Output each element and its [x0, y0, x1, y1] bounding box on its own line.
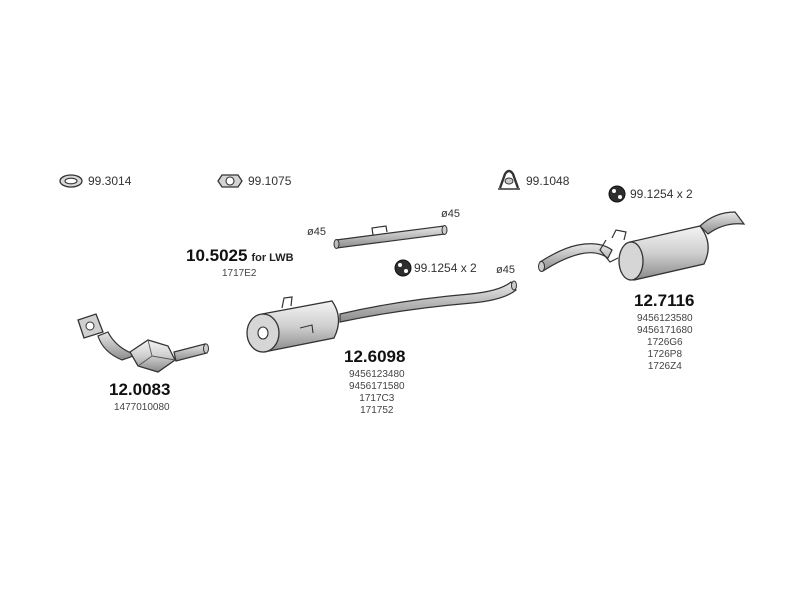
rubber-mount-right-label: 99.1254 x 2 — [630, 187, 693, 201]
u-bracket-icon — [498, 169, 520, 190]
rear-silencer-drawing — [538, 211, 746, 281]
ref-number: 9456171580 — [349, 381, 405, 392]
ref-number: 9456123480 — [349, 369, 405, 380]
middle-part-number: 12.6098 — [344, 347, 406, 366]
ref-number: 1477010080 — [114, 402, 170, 413]
ref-number: 1726P8 — [647, 349, 683, 360]
pipe-part-number: 10.5025 — [186, 246, 248, 265]
ring-clamp-icon — [59, 174, 83, 188]
connecting-pipe-drawing — [333, 225, 448, 249]
rubber-mount-icon — [394, 259, 412, 277]
rubber-mount-center-label: 99.1254 x 2 — [414, 261, 477, 275]
rubber-mount-icon — [608, 185, 626, 203]
gasket-label: 99.1075 — [248, 174, 292, 188]
front-part-number: 12.0083 — [109, 380, 171, 399]
ref-number: 171752 — [360, 405, 394, 416]
ref-number: 1717C3 — [359, 393, 395, 404]
ref-number: 1717E2 — [222, 268, 257, 279]
front-part-refs: 1477010080 — [114, 402, 170, 414]
middle-silencer-drawing — [246, 280, 517, 353]
u-bracket-label: 99.1048 — [526, 174, 570, 188]
pipe-part-refs: 1717E2 — [222, 268, 256, 280]
rear-part-refs: 9456123580 9456171680 1726G6 1726P8 1726… — [637, 313, 693, 373]
ref-number: 9456123580 — [637, 313, 693, 324]
ref-number: 9456171680 — [637, 325, 693, 336]
rear-part-number: 12.7116 — [634, 291, 695, 310]
ref-number: 1726Z4 — [647, 361, 682, 372]
front-catalyst-drawing — [77, 313, 209, 373]
ring-clamp-label: 99.3014 — [88, 174, 132, 188]
pipe-diameter-right: ø45 — [441, 208, 460, 220]
ref-number: 1726G6 — [647, 337, 683, 348]
pipe-diameter-left: ø45 — [307, 226, 326, 238]
pipe-part-note: for LWB — [251, 252, 294, 264]
gasket-icon — [217, 174, 243, 188]
middle-part-refs: 9456123480 9456171580 1717C3 171752 — [349, 369, 405, 417]
middle-diameter: ø45 — [496, 264, 515, 276]
